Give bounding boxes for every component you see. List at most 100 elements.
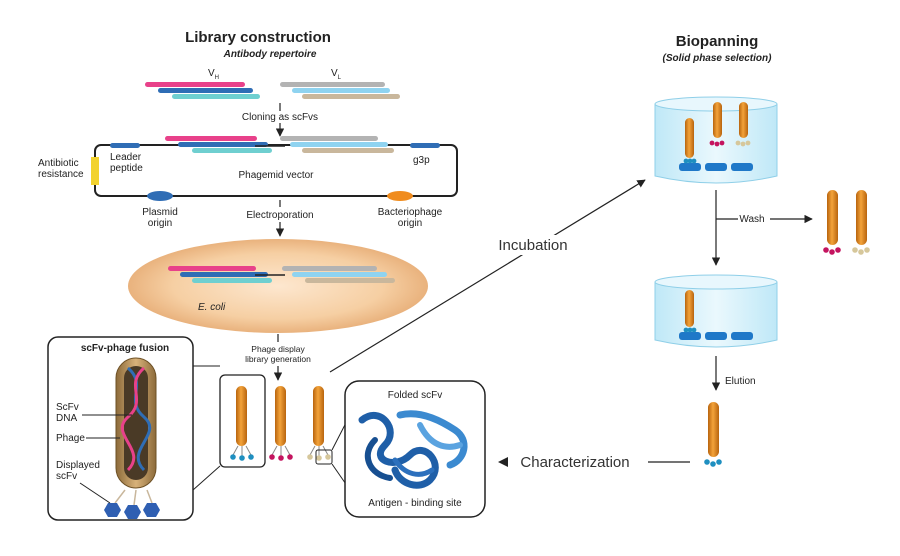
dna-strand-b [120,366,146,472]
electroporation-label: Electroporation [246,210,313,221]
beaker-1-unbound-phage-tan [739,102,748,138]
eluted-phage-tip-1 [704,459,710,465]
washed-phage-pink-tip-3 [835,247,841,253]
beaker-1-pink-tip-1 [709,140,715,146]
library-phage-1 [230,386,254,461]
beaker-1-bound-tip-3 [691,158,697,164]
beaker-1-well-2 [705,163,727,171]
beaker-1-pink-tip-3 [719,140,725,146]
cloning-label: Cloning as scFvs [242,112,318,123]
library-phage-1-tip-2 [239,455,245,461]
vh-label: VH [208,68,219,81]
beaker-elution [654,274,778,348]
library-title: Library construction [185,29,331,46]
ecoli-insert-cyan [192,278,272,283]
bacteriophage-label-line1: Bacteriophage [378,207,443,218]
fusion-scfv-hex-1 [104,503,121,517]
beaker-2-rim [654,274,778,290]
phage-display-label-line2: library generation [245,354,311,364]
biopanning-subtitle: (Solid phase selection) [663,53,773,64]
beaker-2-bound-tip-3 [691,327,697,333]
scfv-dna-label-line1: ScFv [56,402,79,413]
vh-gene-bars [145,82,260,99]
insert-gray [280,136,378,141]
antibiotic-label-line2: resistance [38,169,84,180]
washed-phage-pink-tip-1 [823,247,829,253]
library-phage-3-body [313,386,324,446]
bacteriophage-origin-block [387,191,413,201]
beaker-1-tan-tip-3 [745,140,751,146]
vl-gene-bars [280,82,400,99]
folded-ribbon-3 [364,437,393,481]
antibiotic-label-line1: Antibiotic [38,158,79,169]
beaker-2-bound-tip-2 [687,327,693,333]
insert-tan [302,148,394,153]
scfv-dna-label-line2: DNA [56,413,77,424]
fusion-stalk-1 [114,489,126,504]
ecoli-insert-blue [180,272,268,277]
ecoli-body [128,239,428,333]
displayed-pointer [79,482,111,504]
folded-scfv-illustration [358,410,468,489]
characterization-label: Characterization [520,454,629,471]
ecoli-cell [128,239,428,333]
folded-title: Folded scFv [388,390,442,401]
library-phage-3-tip-1 [307,454,313,460]
library-phage-2-stalks [271,445,291,456]
fusion-title: scFv-phage fusion [81,343,169,354]
vh-bar-cyan [172,94,260,99]
incubation-label: Incubation [498,237,567,254]
leader-peptide-block [110,143,140,148]
beaker-1-tan-tip-2 [740,141,746,147]
fusion-connector-bottom [192,465,221,491]
ecoli-insert-lightblue [292,272,387,277]
folded-ribbon-1 [358,411,439,489]
insert-pink [165,136,257,141]
library-phage-3-tip-2 [316,455,322,461]
bacteriophage-label-line2: origin [398,218,422,229]
vh-bar-pink [145,82,245,87]
vl-bar-lightblue [292,88,390,93]
library-phage-1-body [236,386,247,446]
washed-phage-pink-body [827,190,838,245]
washed-phage-tan-tip-2 [858,249,864,255]
washed-phage-pink [823,190,841,255]
beaker-1-pink-tip-2 [714,141,720,147]
vh-bar-blue [158,88,253,93]
plasmid-label-line2: origin [148,218,172,229]
beaker-incubation [654,96,778,184]
beaker-1-bound-phage [685,118,694,158]
ecoli-insert-gray [282,266,377,271]
phage-label: Phage [56,433,85,444]
eluted-phage-body [708,402,719,457]
incubation-label-bg [488,235,578,255]
ecoli-insert-pink [168,266,256,271]
library-phage-2-tip-1 [269,454,275,460]
g3p-block [410,143,440,148]
beaker-1-well-3 [731,163,753,171]
beaker-2-bound-tip-1 [683,327,689,333]
beaker-1-bound-tip-1 [683,158,689,164]
washed-phage-tan-tip-1 [852,247,858,253]
library-phage-1-tip-1 [230,454,236,460]
phagemid-vector [91,136,458,201]
beaker-2-well-1 [679,332,701,340]
vl-bar-gray [280,82,385,87]
washed-phage-tan-tip-3 [864,247,870,253]
characterization-arrowhead [498,457,508,467]
library-phage-3-stalks [309,445,329,456]
phage-display-label-line1: Phage display [251,344,305,354]
fusion-scfv-hex-3 [143,503,160,517]
library-phage-2 [269,386,293,461]
library-phage-1-tip-3 [248,454,254,460]
beaker-2-well-3 [731,332,753,340]
beaker-1-tan-tip-1 [735,140,741,146]
zoom-box [315,449,333,465]
vl-bar-tan [302,94,400,99]
beaker-1-well-1 [679,163,701,171]
insert-cyan [192,148,272,153]
phagemid-label: Phagemid vector [238,170,314,181]
incubation-arrow [329,179,646,373]
displayed-label-line2: scFv [56,471,77,482]
biopanning-title: Biopanning [676,33,759,50]
